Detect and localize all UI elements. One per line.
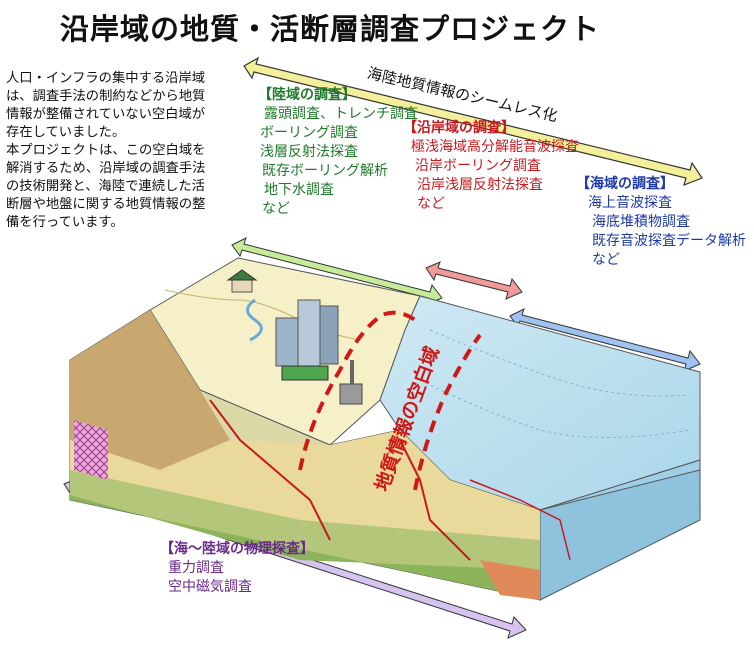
coastal-survey-item: 沿岸浅層反射法探査	[417, 177, 543, 193]
coastal-survey-item: 沿岸ボーリング調査	[415, 158, 541, 174]
sea-survey-panel: 【海域の調査】 海上音波探査 海底堆積物調査 既存音波探査データ解析 など	[576, 175, 746, 270]
geophysics-survey-item: 重力調査	[168, 560, 224, 576]
coastal-survey-heading: 【沿岸域の調査】	[403, 120, 515, 136]
block-front-face	[69, 309, 571, 601]
geophysics-survey-panel: 【海～陸域の物理探査】 重力調査 空中磁気調査	[160, 540, 314, 597]
sea-survey-item: 海上音波探査	[588, 195, 672, 211]
town-buildings	[226, 269, 363, 405]
sea-survey-heading: 【海域の調査】	[576, 176, 674, 192]
coastal-survey-arrow	[425, 261, 523, 300]
coastal-survey-panel: 【沿岸域の調査】 極浅海域高分解能音波探査 沿岸ボーリング調査 沿岸浅層反射法探…	[403, 119, 579, 214]
land-survey-item: ボーリング調査	[260, 125, 358, 141]
page-title: 沿岸域の地質・活断層調査プロジェクト	[60, 12, 601, 46]
intro-paragraph-2: 本プロジェクトは、この空白域を解消するため、沿岸域の調査手法の技術開発と、海陸で…	[6, 143, 206, 230]
land-survey-item: 地下水調査	[264, 182, 334, 198]
blank-zone-outline	[298, 310, 482, 491]
land-survey-item: 露頭調査、トレンチ調査	[264, 106, 418, 122]
geophysics-survey-item: 空中磁気調査	[168, 579, 252, 595]
intro-paragraph-1: 人口・インフラの集中する沿岸域は、調査手法の制約などから地質情報が整備されていな…	[6, 71, 206, 140]
intro-text: 人口・インフラの集中する沿岸域は、調査手法の制約などから地質情報が整備されていな…	[6, 70, 218, 232]
land-survey-item: 既存ボーリング解析	[262, 163, 388, 179]
sea-survey-item: 既存音波探査データ解析	[592, 233, 746, 249]
sea-survey-item: 海底堆積物調査	[592, 214, 690, 230]
sea-survey-item: など	[592, 252, 620, 268]
land-survey-heading: 【陸域の調査】	[258, 87, 356, 103]
land-survey-item: など	[262, 201, 290, 217]
geophysics-survey-heading: 【海～陸域の物理探査】	[160, 541, 314, 557]
seamless-arrow	[243, 56, 703, 186]
land-survey-panel: 【陸域の調査】 露頭調査、トレンチ調査 ボーリング調査 浅層反射法探査 既存ボー…	[258, 86, 418, 219]
coastal-survey-item: など	[417, 196, 445, 212]
coastal-survey-item: 極浅海域高分解能音波探査	[411, 139, 579, 155]
land-survey-arrow	[231, 237, 443, 306]
land-survey-item: 浅層反射法探査	[260, 144, 358, 160]
